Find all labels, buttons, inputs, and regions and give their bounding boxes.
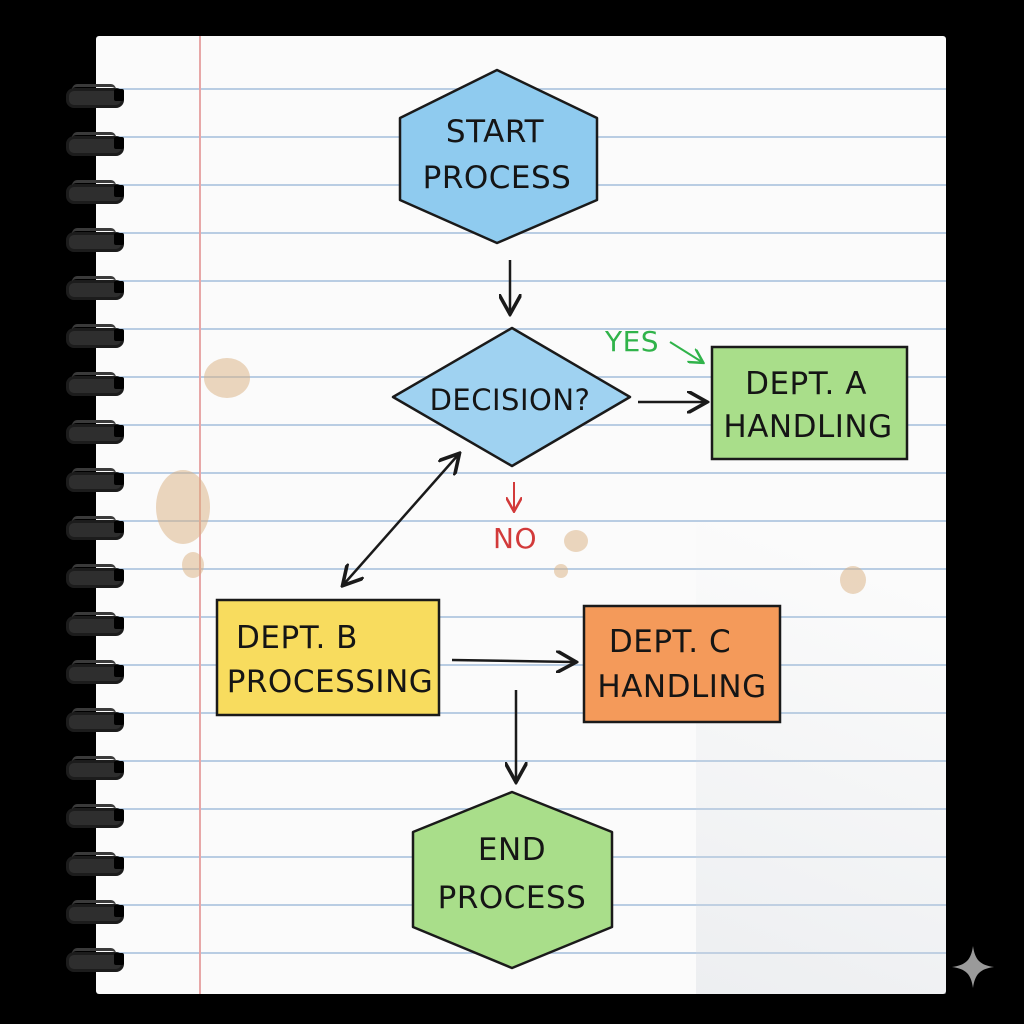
start-hexagon <box>398 68 599 245</box>
spiral-binding-icon <box>66 516 132 540</box>
dept-b-box <box>215 598 441 717</box>
no-label: NO <box>493 522 537 555</box>
spiral-binding-icon <box>66 852 132 876</box>
spiral-binding-icon <box>66 228 132 252</box>
dept-b-node: DEPT. B PROCESSING <box>215 598 441 717</box>
end-hexagon <box>411 790 614 970</box>
coffee-stain <box>182 552 204 578</box>
spiral-binding-icon <box>66 708 132 732</box>
start-node: START PROCESS <box>398 68 599 245</box>
yes-label: YES <box>604 325 659 358</box>
spiral-binding-icon <box>66 468 132 492</box>
spiral-binding-icon <box>66 660 132 684</box>
decision-diamond <box>391 326 632 468</box>
end-node: END PROCESS <box>411 790 614 970</box>
coffee-stain <box>156 470 210 544</box>
arrow-decision-to-dept-b <box>344 455 458 584</box>
end-label-line-1: END <box>478 832 546 868</box>
spiral-binding-icon <box>66 84 132 108</box>
dept-c-label-line-2: HANDLING <box>597 669 766 705</box>
start-label-line-2: PROCESS <box>423 160 572 196</box>
dept-b-label-line-1: DEPT. B <box>236 620 358 656</box>
dept-b-label-line-2: PROCESSING <box>227 664 434 700</box>
coffee-stain <box>840 566 866 594</box>
dept-c-label-line-1: DEPT. C <box>609 624 731 660</box>
coffee-stain <box>554 564 568 578</box>
dept-a-box <box>710 345 909 461</box>
dept-a-label-line-2: HANDLING <box>723 409 892 445</box>
spiral-binding-icon <box>66 804 132 828</box>
spiral-binding-icon <box>66 276 132 300</box>
coffee-stain <box>204 358 250 398</box>
yes-pointer <box>669 341 702 362</box>
sparkle-icon <box>952 946 994 988</box>
spiral-binding-icon <box>66 756 132 780</box>
dept-c-box <box>582 604 782 724</box>
arrow-dept-b-to-dept-c <box>451 660 574 662</box>
coffee-stain <box>564 530 588 552</box>
spiral-binding-icon <box>66 564 132 588</box>
decision-label: DECISION? <box>430 383 591 417</box>
end-label-line-2: PROCESS <box>438 880 587 916</box>
spiral-binding-icon <box>66 132 132 156</box>
spiral-binding-icon <box>66 948 132 972</box>
spiral-binding-icon <box>66 180 132 204</box>
spiral-binding-icon <box>66 420 132 444</box>
spiral-binding-icon <box>66 324 132 348</box>
decision-node: DECISION? <box>391 326 632 468</box>
spiral-binding-icon <box>66 900 132 924</box>
dept-a-label-line-1: DEPT. A <box>745 366 867 402</box>
dept-a-node: DEPT. A HANDLING <box>710 345 909 461</box>
dept-c-node: DEPT. C HANDLING <box>582 604 782 724</box>
spiral-binding-icon <box>66 372 132 396</box>
spiral-binding-icon <box>66 612 132 636</box>
start-label-line-1: START <box>446 114 545 150</box>
